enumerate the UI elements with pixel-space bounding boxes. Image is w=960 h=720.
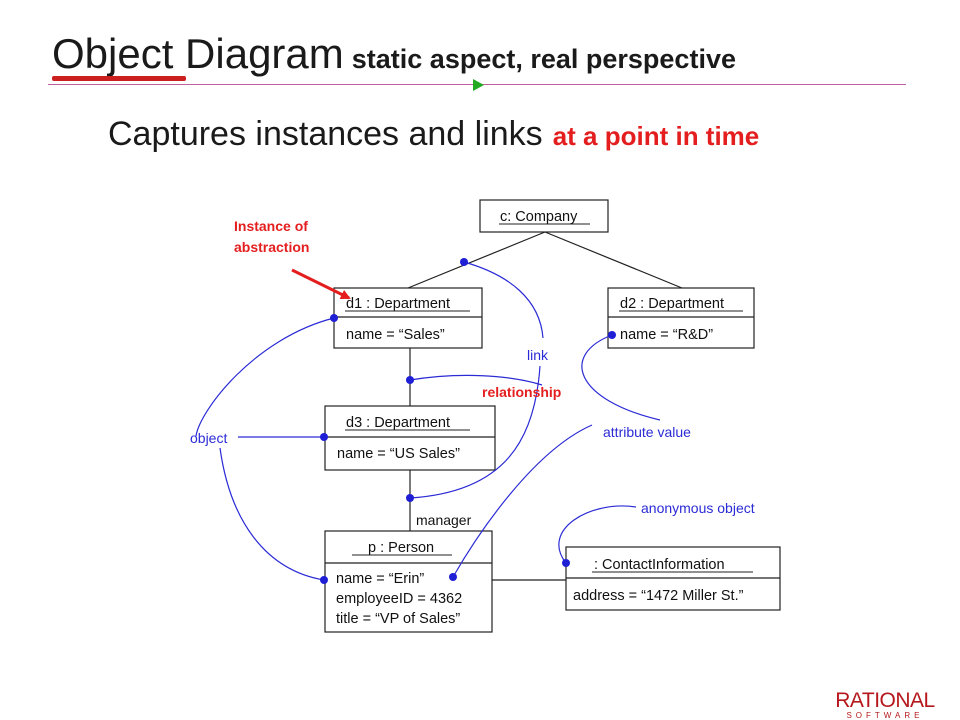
logo-main-text: RATIONAL [835, 689, 935, 712]
dot-person-object [320, 576, 328, 584]
dot-person-attribute [449, 573, 457, 581]
logo-sub-text: SOFTWARE [846, 711, 924, 720]
d1-attr-name: name = “Sales” [346, 327, 445, 343]
company-name: c: Company [500, 209, 578, 225]
callout-curves [195, 261, 661, 581]
d2-attr-name: name = “R&D” [620, 327, 713, 343]
annotation-instance-line1: Instance of [234, 218, 308, 234]
subtitle-main: Captures instances and links [108, 115, 543, 153]
annotation-instance-line2: abstraction [234, 239, 309, 255]
callout-dots [320, 258, 616, 584]
person-name: p : Person [368, 540, 434, 556]
dot-d1-object [330, 314, 338, 322]
annotation-link: link [527, 347, 549, 363]
d2-name: d2 : Department [620, 296, 724, 312]
subtitle-accent: at a point in time [552, 121, 760, 151]
link-company-d2 [544, 231, 683, 289]
instance-arrow [291, 268, 351, 300]
title-main: Object Diagram [52, 30, 344, 77]
object-company: c: Company [479, 199, 609, 233]
annotation-object: object [190, 430, 227, 446]
callout-link-top [463, 261, 544, 339]
callout-object-d1 [195, 317, 335, 437]
person-attr-employee-id: employeeID = 4362 [336, 591, 462, 607]
dot-d2-attribute [608, 331, 616, 339]
object-d1: d1 : Department name = “Sales” [333, 287, 483, 349]
dot-contact-object [562, 559, 570, 567]
dot-d3-object [320, 433, 328, 441]
d1-name: d1 : Department [346, 296, 450, 312]
title-suffix: static aspect, real perspective [351, 44, 736, 74]
object-contact: : ContactInformation address = “1472 Mil… [565, 546, 781, 611]
object-d3: d3 : Department name = “US Sales” [324, 405, 496, 471]
callout-relationship [409, 374, 543, 386]
contact-attr-address: address = “1472 Miller St.” [573, 588, 744, 604]
d3-attr-name: name = “US Sales” [337, 446, 460, 462]
rational-logo: RATIONAL SOFTWARE [826, 690, 944, 720]
object-person: p : Person name = “Erin” employeeID = 43… [324, 530, 493, 633]
callout-anonymous-object [558, 505, 637, 564]
person-attr-title: title = “VP of Sales” [336, 611, 460, 627]
annotation-attribute-value: attribute value [603, 424, 691, 440]
play-marker-icon [473, 79, 484, 91]
dot-d1-d3-link [406, 376, 414, 384]
title-underline [52, 76, 186, 81]
contact-name: : ContactInformation [594, 557, 725, 573]
slide-subtitle: Captures instances and links at a point i… [108, 115, 759, 154]
dot-manager-link [406, 494, 414, 502]
dot-company-link [460, 258, 468, 266]
annotation-anonymous-object: anonymous object [641, 500, 755, 516]
callout-attribute-value-person [452, 424, 593, 578]
role-label-manager: manager [416, 512, 472, 528]
d3-name: d3 : Department [346, 415, 450, 431]
callout-attribute-value-d2 [581, 334, 661, 421]
callout-link-bottom [409, 365, 541, 499]
link-company-d1 [407, 231, 546, 289]
callout-object-person [219, 447, 325, 581]
annotation-relationship: relationship [482, 384, 561, 400]
object-d2: d2 : Department name = “R&D” [607, 287, 755, 349]
person-attr-name: name = “Erin” [336, 571, 424, 587]
